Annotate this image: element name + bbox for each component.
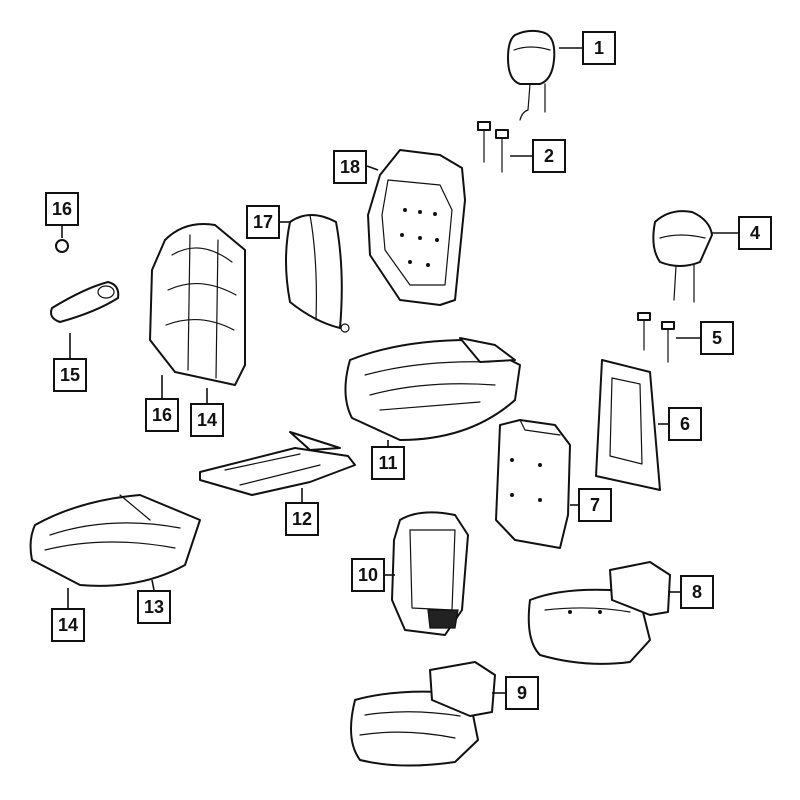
part-6-back-panel (595, 359, 661, 491)
callout-18: 18 (333, 150, 367, 184)
part-13-front-cushion (29, 494, 201, 587)
part-8-rear-cushion (527, 561, 671, 665)
part-15-armrest (50, 281, 120, 323)
part-12-mat (199, 431, 356, 496)
callout-10: 10 (351, 558, 385, 592)
part-16-front-seatback (149, 223, 246, 386)
part-17-back-pad (285, 214, 350, 333)
part-9-rear-cushion (350, 661, 496, 767)
callout-2: 2 (532, 139, 566, 173)
part-5-guides (637, 312, 675, 363)
callout-5: 5 (700, 321, 734, 355)
callout-14-seatback: 14 (190, 403, 224, 437)
callout-14-cushion: 14 (51, 608, 85, 642)
callout-16-seatback: 16 (145, 398, 179, 432)
callout-7: 7 (578, 488, 612, 522)
leader-lines (61, 47, 738, 694)
part-11-cushion-frame (344, 337, 521, 441)
callout-12: 12 (285, 502, 319, 536)
callout-13: 13 (137, 590, 171, 624)
part-1-headrest (507, 29, 556, 113)
callout-11: 11 (371, 446, 405, 480)
callout-15: 15 (53, 358, 87, 392)
part-2-guides (477, 109, 529, 173)
part-4-headrest (652, 210, 713, 303)
callout-1: 1 (582, 31, 616, 65)
callout-16-plug: 16 (45, 192, 79, 226)
part-18-seatback-frame (367, 149, 466, 306)
part-7-rear-seatback (495, 419, 571, 549)
callout-8: 8 (680, 575, 714, 609)
part-16-plug (55, 239, 69, 253)
callout-4: 4 (738, 216, 772, 250)
callout-9: 9 (505, 676, 539, 710)
callout-17: 17 (246, 205, 280, 239)
part-10-seatback (391, 511, 469, 636)
callout-6: 6 (668, 407, 702, 441)
